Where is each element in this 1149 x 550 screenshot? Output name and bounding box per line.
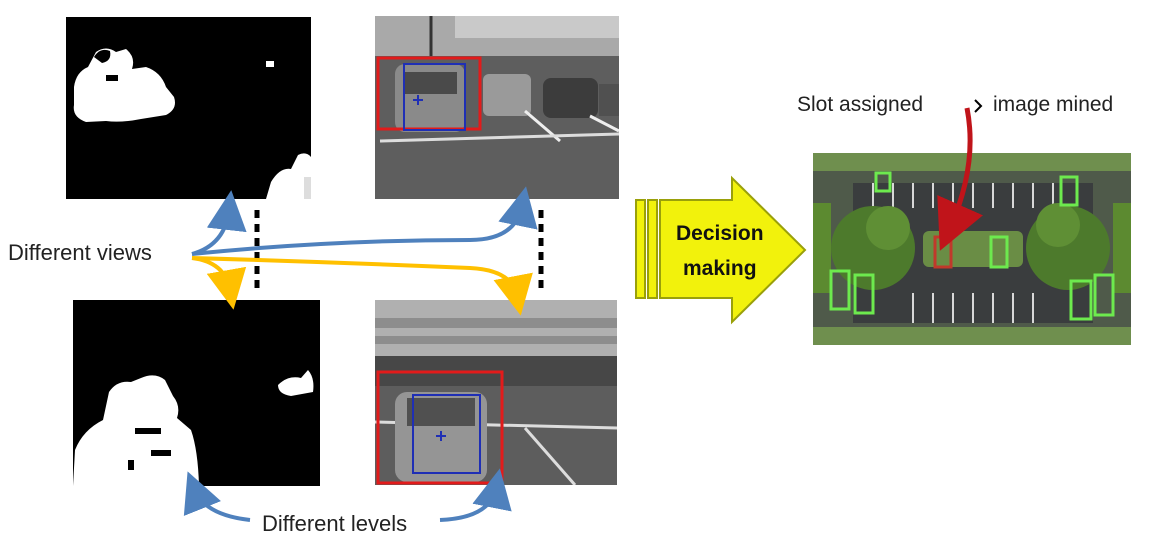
arrow-views-to-bottom-camera (191, 256, 533, 316)
free-slot-marker (1059, 175, 1079, 207)
vehicle-bbox-red (376, 370, 504, 485)
arrow-levels-to-camera (439, 468, 512, 522)
arrow-levels-to-mask (183, 471, 251, 522)
chevron-icon (974, 99, 983, 113)
foreground-mask-bottom (73, 300, 320, 486)
foreground-mask-top (66, 17, 311, 199)
slot-assigned-arrow (937, 107, 983, 251)
label-different-views: Different views (8, 240, 152, 265)
arrow-views-to-top-mask (191, 190, 247, 256)
vehicle-bbox-blue (403, 63, 466, 131)
camera-view-top (375, 16, 619, 199)
free-slot-marker (989, 235, 1009, 269)
free-slot-marker (853, 273, 875, 315)
free-slot-marker (1093, 273, 1115, 317)
label-decision-line1: Decision (676, 222, 764, 245)
vehicle-bbox-blue (412, 394, 481, 474)
arrow-views-to-top-camera (191, 186, 538, 256)
arrow-views-to-bottom-mask (191, 256, 247, 310)
label-different-levels: Different levels (262, 511, 408, 536)
decision-bar-1 (635, 199, 646, 299)
decision-bar-2 (647, 199, 658, 299)
label-decision-line2: making (683, 257, 757, 280)
label-slot-assigned: Slot assigned (797, 93, 924, 116)
label-image-mined: image mined (993, 93, 1114, 116)
free-slot-marker (874, 171, 892, 193)
decision-arrow (659, 175, 807, 325)
free-slot-marker (829, 269, 851, 311)
free-slot-marker (1069, 279, 1093, 321)
